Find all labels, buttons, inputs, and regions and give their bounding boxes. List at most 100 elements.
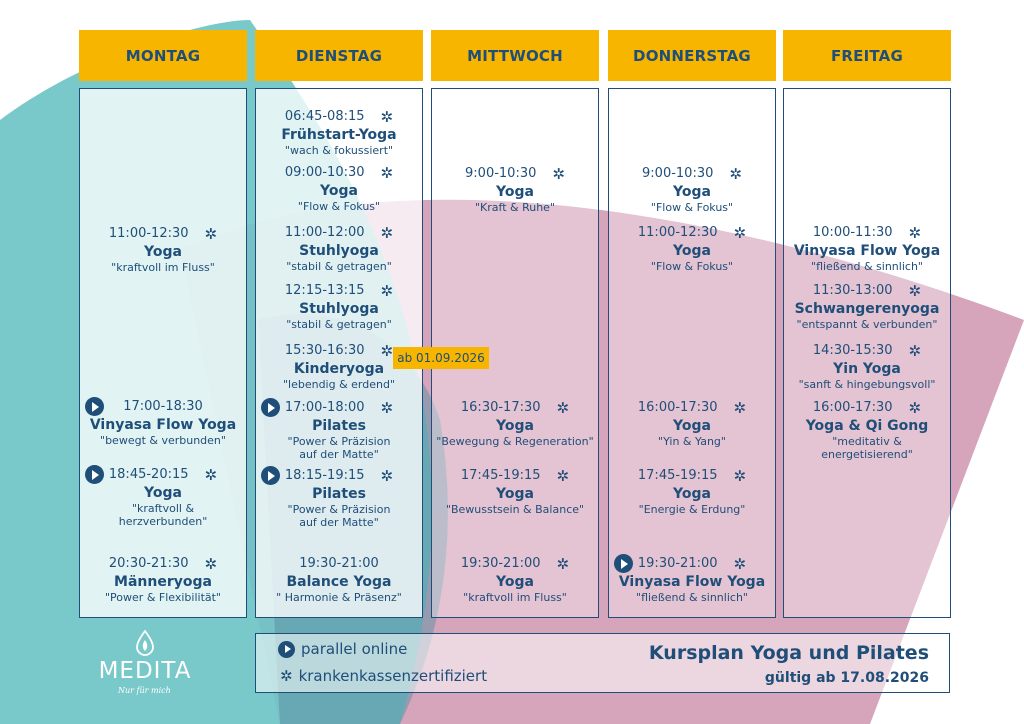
play-circle-icon[interactable] [85,397,104,416]
course-description: "entspannt & verbunden" [784,318,950,331]
play-circle-icon[interactable] [261,398,280,417]
course-entry[interactable]: 15:30-16:30✲Kinderyoga"lebendig & erdend… [256,341,422,391]
course-entry[interactable]: 06:45-08:15✲Frühstart-Yoga"wach & fokuss… [256,107,422,157]
course-entry[interactable]: 17:45-19:15✲Yoga"Bewusstsein & Balance" [432,466,598,516]
play-circle-icon[interactable] [614,554,633,573]
course-time-line: 9:00-10:30✲ [432,164,598,184]
course-description-line: "meditativ & [832,434,902,448]
legend-box: parallel online ✲ krankenkassenzertifizi… [255,633,950,693]
course-description: "fließend & sinnlich" [609,591,775,604]
medita-logo: MEDITA Nur für mich [90,630,200,710]
course-time: 16:30-17:30 [460,400,541,416]
course-name: Yoga [496,486,534,502]
course-description-line: " Harmonie & Präsenz" [276,590,402,604]
course-description-line: energetisierend" [821,447,913,461]
course-description-line: "Flow & Fokus" [650,200,734,214]
course-time: 18:15-19:15 [284,468,365,484]
certified-asterisk-icon: ✲ [733,554,747,573]
course-time-line: 15:30-16:30 ✲ [256,341,422,361]
course-entry[interactable]: 11:00-12:00✲Stuhlyoga"stabil & getragen" [256,223,422,273]
play-circle-icon[interactable] [85,465,104,484]
course-time-line: 20:30-21:30 ✲ [80,554,246,574]
day-header-mittwoch: MITTWOCH [431,30,599,81]
course-entry[interactable]: 18:45-20:15✲Yoga"kraftvoll &herzverbunde… [80,465,246,528]
course-time: 20:30-21:30 [108,556,189,572]
course-name: Yoga [496,574,534,590]
course-entry[interactable]: 9:00-10:30✲Yoga"Kraft & Ruhe" [432,164,598,214]
day-header-montag: MONTAG [79,30,247,81]
course-description-line: "Power & Präzision [287,502,391,516]
course-time-line: 17:45-19:15✲ [432,466,598,486]
course-name: Yoga [673,184,711,200]
course-time-line: 17:00-18:30 [80,397,246,417]
course-entry[interactable]: 17:45-19:15✲Yoga"Energie & Erdung" [609,466,775,516]
course-name: Stuhlyoga [299,301,379,317]
course-description: "sanft & hingebungsvoll" [784,378,950,391]
certified-asterisk-icon: ✲ [733,398,747,417]
day-header-freitag: FREITAG [783,30,951,81]
play-circle-icon[interactable] [261,466,280,485]
course-entry[interactable]: 20:30-21:30✲Männeryoga"Power & Flexibili… [80,554,246,604]
course-time: 19:30-21:00 [460,556,541,572]
course-entry[interactable]: 09:00-10:30✲Yoga"Flow & Fokus" [256,163,422,213]
course-time: 16:00-17:30 [637,400,718,416]
course-name: Vinyasa Flow Yoga [793,243,941,259]
course-entry[interactable]: 10:00-11:30✲Vinyasa Flow Yoga"fließend &… [784,223,950,273]
course-description-line: "sanft & hingebungsvoll" [798,377,936,391]
legend-certified: ✲ krankenkassenzertifiziert [280,667,487,685]
course-description: "kraftvoll im Fluss" [80,261,246,274]
course-name: Pilates [312,418,366,434]
course-time: 11:00-12:00 [284,225,365,241]
course-description: "Bewusstsein & Balance" [432,503,598,516]
course-description: "wach & fokussiert" [256,144,422,157]
certified-asterisk-icon: ✲ [204,554,218,573]
course-entry[interactable]: 11:00-12:30✲Yoga"kraftvoll im Fluss" [80,224,246,274]
certified-asterisk-icon: ✲ [552,164,565,183]
course-entry[interactable]: 14:30-15:30✲Yin Yoga"sanft & hingebungsv… [784,341,950,391]
course-entry[interactable]: 11:30-13:00✲Schwangerenyoga"entspannt & … [784,281,950,331]
course-entry[interactable]: 16:30-17:30✲Yoga"Bewegung & Regeneration… [432,398,598,448]
course-entry[interactable]: 19:30-21:00✲Vinyasa Flow Yoga"fließend &… [609,554,775,604]
course-description: "Yin & Yang" [609,435,775,448]
certified-asterisk-icon: ✲ [733,466,747,485]
course-name: Schwangerenyoga [794,301,940,317]
course-entry[interactable]: 19:30-21:00✲Yoga"kraftvoll im Fluss" [432,554,598,604]
course-name: Yoga [673,418,711,434]
course-time-line: 17:00-18:00✲ [256,398,422,418]
course-entry[interactable]: 16:00-17:30✲Yoga & Qi Gong"meditativ &en… [784,398,950,461]
course-name: Kinderyoga [293,361,385,377]
course-time-line: 10:00-11:30✲ [784,223,950,243]
certified-asterisk-icon: ✲ [380,398,394,417]
course-description-line: "kraftvoll & [131,501,195,515]
course-time: 18:45-20:15 [108,467,189,483]
lotus-drop-icon [136,630,154,656]
course-entry[interactable]: 12:15-13:15✲Stuhlyoga"stabil & getragen" [256,281,422,331]
course-time: 17:45-19:15 [637,468,718,484]
course-description-line: "Power & Präzision [287,434,391,448]
course-name: Yoga [144,485,182,501]
course-entry[interactable]: 11:00-12:30✲Yoga"Flow & Fokus" [609,223,775,273]
course-entry[interactable]: 16:00-17:30 ✲ Yoga"Yin & Yang" [609,398,775,448]
course-time: 16:00-17:30 [812,400,893,416]
course-name: Yoga [320,183,358,199]
course-description-line: "Power & Flexibilität" [105,590,221,604]
certified-asterisk-icon: ✲ [380,341,394,360]
course-entry[interactable]: 9:00-10:30✲Yoga"Flow & Fokus" [609,164,775,214]
course-time-line: 11:00-12:00✲ [256,223,422,243]
certified-asterisk-icon: ✲ [729,164,742,183]
course-time-line: 18:45-20:15✲ [80,465,246,485]
course-time-line: 11:00-12:30✲ [609,223,775,243]
course-time: 15:30-16:30 [284,343,365,359]
course-description: "Power & Flexibilität" [80,591,246,604]
day-column-freitag: 10:00-11:30✲Vinyasa Flow Yoga"fließend &… [783,88,951,618]
course-description: " Harmonie & Präsenz" [256,591,422,604]
course-time: 12:15-13:15 [284,283,365,299]
certified-asterisk-icon: ✲ [908,223,922,242]
course-time: 19:30-21:00 [299,556,379,572]
course-description-line: auf der Matte" [299,447,379,461]
course-description: "Bewegung & Regeneration" [432,435,598,448]
